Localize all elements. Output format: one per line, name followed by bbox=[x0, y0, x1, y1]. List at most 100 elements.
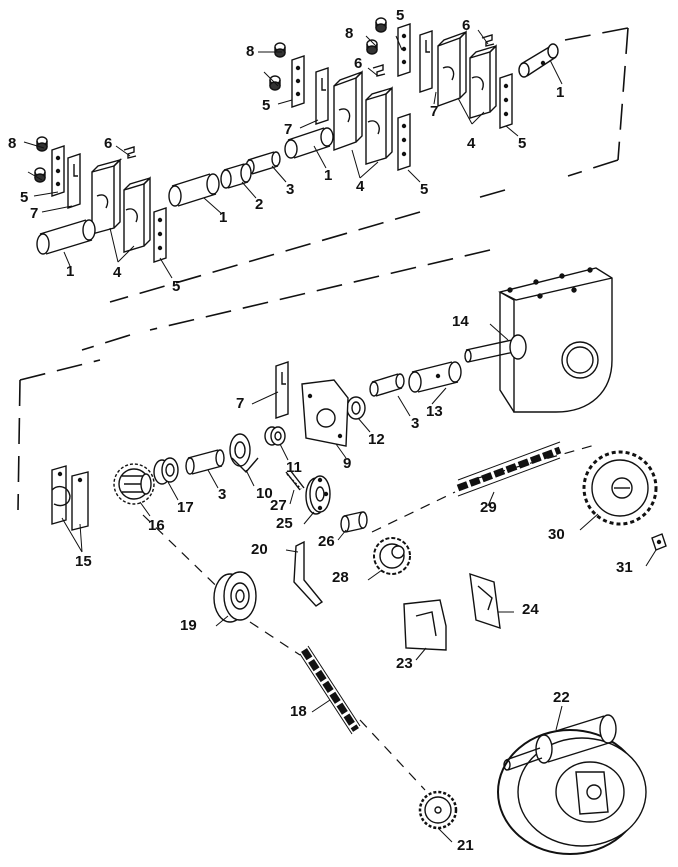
phantom-outline-upper bbox=[109, 27, 629, 303]
clip-6-ur bbox=[481, 34, 495, 47]
bushing-8-ur-b bbox=[366, 39, 378, 55]
phantom-outline-lower bbox=[17, 249, 491, 511]
key-31 bbox=[651, 533, 667, 551]
plate-5-ur-a bbox=[397, 23, 411, 77]
plate-5-ur-b bbox=[499, 73, 513, 129]
plate-5-ul-b bbox=[153, 207, 167, 263]
pin-1-um bbox=[284, 127, 334, 159]
callout-2: 2 bbox=[255, 196, 264, 213]
callout-5-right: 5 bbox=[518, 135, 527, 152]
callout-16: 16 bbox=[148, 517, 165, 534]
bushing-8-ul-b bbox=[34, 167, 46, 183]
callout-14: 14 bbox=[452, 313, 469, 330]
callout-8-top-middle: 8 bbox=[246, 43, 255, 60]
callout-29: 29 bbox=[480, 499, 497, 516]
pillow-block-half-4-um-a bbox=[333, 70, 363, 151]
callout-21: 21 bbox=[457, 837, 474, 854]
pin-1-ul bbox=[36, 219, 96, 255]
flange-bearing-10 bbox=[229, 433, 259, 474]
pillow-block-half-4-um-b bbox=[365, 86, 393, 165]
callout-5-top-b: 5 bbox=[262, 97, 271, 114]
bushing-26 bbox=[340, 511, 368, 533]
bracket-24 bbox=[469, 572, 501, 630]
clip-7-ur bbox=[419, 30, 433, 93]
plate-5-um-b bbox=[397, 113, 411, 171]
sprocket-30 bbox=[582, 450, 658, 526]
callout-28: 28 bbox=[332, 569, 349, 586]
callout-26: 26 bbox=[318, 533, 335, 550]
callout-5-top-a: 5 bbox=[396, 7, 405, 24]
plate-5-ul bbox=[51, 145, 65, 197]
callout-9: 9 bbox=[343, 455, 352, 472]
clip-7-um bbox=[315, 67, 329, 125]
callout-24: 24 bbox=[522, 601, 539, 618]
bushing-17 bbox=[153, 457, 179, 485]
callout-30: 30 bbox=[548, 526, 565, 543]
callout-12: 12 bbox=[368, 431, 385, 448]
callout-3-lower: 3 bbox=[218, 486, 227, 503]
callout-6-middle: 6 bbox=[354, 55, 363, 72]
callout-11: 11 bbox=[286, 459, 302, 476]
callout-3-middle: 3 bbox=[411, 415, 420, 432]
callout-31: 31 bbox=[616, 559, 633, 576]
pillow-block-half-4-ur-a bbox=[437, 30, 467, 107]
pillow-block-half-4-ul-b bbox=[123, 176, 151, 253]
callout-27: 27 bbox=[270, 497, 287, 514]
callout-7-upper-right: 7 bbox=[430, 103, 439, 120]
callout-4-upper-right: 4 bbox=[467, 135, 476, 152]
callout-1-upper-middle: 1 bbox=[324, 167, 333, 184]
callout-1-upper-right: 1 bbox=[556, 84, 565, 101]
pillow-block-15 bbox=[51, 465, 89, 531]
chain-29 bbox=[456, 441, 562, 497]
callout-19: 19 bbox=[180, 617, 197, 634]
callout-15: 15 bbox=[75, 553, 92, 570]
callout-18: 18 bbox=[290, 703, 307, 720]
bushing-8-um-a bbox=[274, 42, 286, 58]
callout-8-top-right: 8 bbox=[345, 25, 354, 42]
callout-7-upper-left: 7 bbox=[30, 205, 39, 222]
callout-1-center: 1 bbox=[219, 209, 228, 226]
drive-wheel-22 bbox=[497, 714, 647, 855]
callout-5-middle: 5 bbox=[420, 181, 429, 198]
callout-10: 10 bbox=[256, 485, 273, 502]
clip-6-ul bbox=[123, 146, 137, 159]
callout-7-upper-middle: 7 bbox=[284, 121, 293, 138]
callout-6-left: 6 bbox=[104, 135, 113, 152]
sleeve-3-lower bbox=[185, 449, 225, 475]
sprocket-28 bbox=[373, 537, 411, 575]
pulley-19 bbox=[213, 571, 257, 623]
hub-25 bbox=[305, 475, 331, 515]
callout-17: 17 bbox=[177, 499, 194, 516]
pillow-block-half-4-ur-b bbox=[469, 44, 497, 119]
callout-23: 23 bbox=[396, 655, 413, 672]
callout-20: 20 bbox=[251, 541, 268, 558]
bushing-8-um-b bbox=[269, 75, 281, 91]
bushing-8-ul-a bbox=[36, 136, 48, 152]
bushing-2 bbox=[220, 163, 252, 189]
clip-7-mid bbox=[275, 361, 289, 419]
callout-4-upper-left: 4 bbox=[113, 264, 122, 281]
bracket-23 bbox=[403, 599, 447, 651]
pillow-block-half-4-ul-a bbox=[91, 158, 123, 235]
clip-6-um bbox=[372, 64, 386, 77]
bushing-8-ur-a bbox=[375, 17, 387, 33]
callout-5-bottom-left: 5 bbox=[172, 278, 181, 295]
sleeve-13 bbox=[408, 361, 462, 393]
callout-6-top: 6 bbox=[462, 17, 471, 34]
pin-1-center bbox=[168, 173, 220, 207]
callout-5-left: 5 bbox=[20, 189, 29, 206]
callout-1-upper-left: 1 bbox=[66, 263, 75, 280]
callout-7-middle: 7 bbox=[236, 395, 245, 412]
sprocket-21 bbox=[418, 790, 458, 830]
sleeve-3-middle bbox=[369, 373, 405, 397]
collar-12 bbox=[346, 396, 366, 420]
callout-4-upper-middle: 4 bbox=[356, 178, 365, 195]
gearbox-14 bbox=[464, 267, 613, 413]
bolt-27 bbox=[285, 469, 305, 491]
bearing-11 bbox=[264, 426, 286, 446]
sprocket-16 bbox=[113, 463, 155, 505]
callout-3-upper: 3 bbox=[286, 181, 295, 198]
pin-1-upper-right bbox=[518, 43, 559, 78]
